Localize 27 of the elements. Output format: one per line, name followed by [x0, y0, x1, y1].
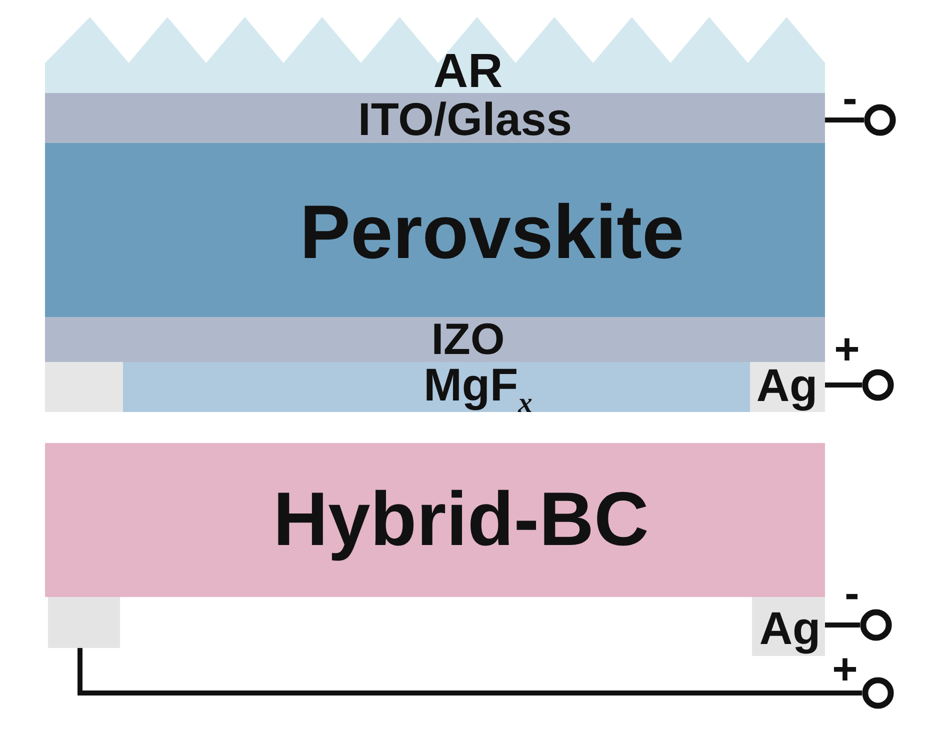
layer-band: [45, 93, 825, 143]
contact-pad: [752, 597, 825, 656]
wire: [825, 118, 864, 122]
layer-label: ITO/Glass: [358, 96, 572, 142]
wire: [78, 648, 862, 696]
layer-label: AR: [433, 48, 503, 96]
terminal-icon: [862, 369, 894, 401]
layer-label: MgF$_{x}$: [424, 362, 532, 418]
terminal-icon: [862, 677, 894, 709]
wire: [825, 382, 862, 388]
textured-layer: [45, 15, 825, 93]
contact-pad: [48, 597, 120, 648]
contact-pad: [45, 362, 123, 412]
contact-pad: [750, 362, 825, 412]
layer-label: Perovskite: [300, 195, 684, 271]
terminal-icon: [864, 104, 896, 136]
terminal-icon: [860, 609, 892, 641]
layer-band: [45, 362, 825, 412]
polarity-sign: -: [842, 77, 858, 121]
layer-band: [45, 143, 825, 317]
layer-band: [45, 317, 825, 362]
layer-band: [45, 443, 825, 597]
polarity-sign: +: [834, 328, 860, 372]
wire: [825, 622, 860, 628]
polarity-sign: -: [844, 572, 860, 616]
polarity-sign: +: [832, 648, 858, 692]
layer-label: IZO: [431, 318, 505, 362]
